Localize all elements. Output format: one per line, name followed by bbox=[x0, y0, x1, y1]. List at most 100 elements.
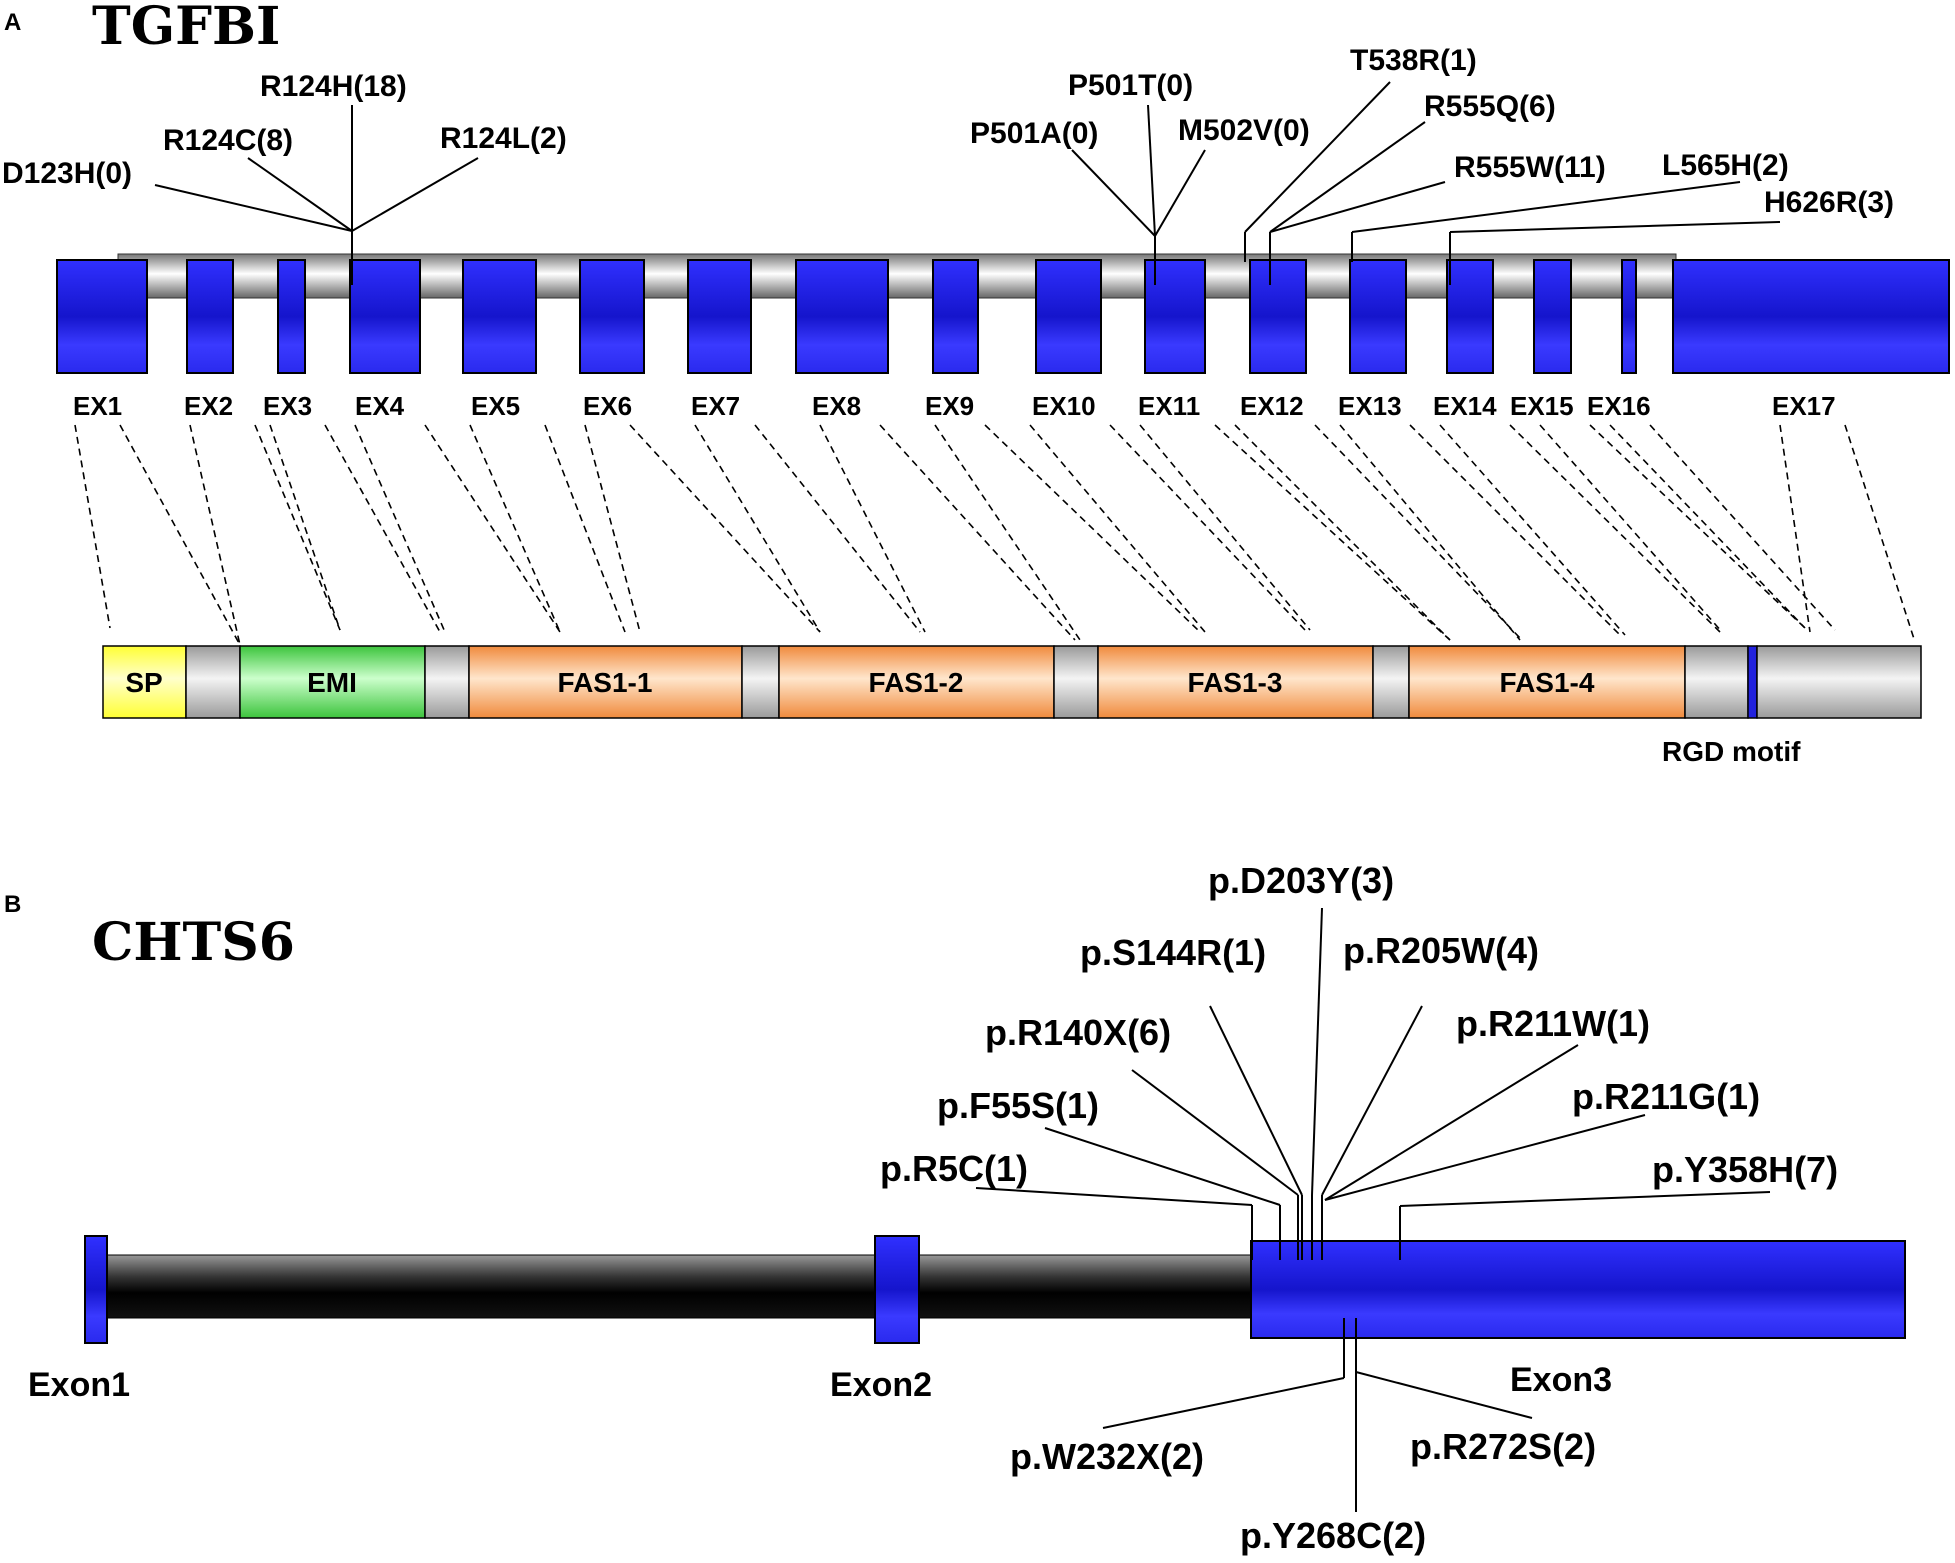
mutation-label-r211g: p.R211G(1) bbox=[1572, 1076, 1760, 1117]
chts6-exon-labels: Exon1 Exon2 Exon3 bbox=[28, 1361, 1612, 1404]
tgfbi-exon-labels: EX1 EX2 EX3 EX4 EX5 EX6 EX7 EX8 EX9 EX10… bbox=[73, 391, 1836, 421]
mutation-label-r140x: p.R140X(6) bbox=[985, 1012, 1171, 1053]
mutation-label-r555q: R555Q(6) bbox=[1424, 90, 1556, 123]
domain-label-fas1-1: FAS1-1 bbox=[558, 667, 653, 698]
tgfbi-exon-1 bbox=[56, 259, 148, 374]
tgfbi-exon-label-3: EX3 bbox=[263, 391, 312, 421]
tgfbi-mutation-labels: D123H(0) R124C(8) R124H(18) R124L(2) P50… bbox=[2, 44, 1894, 219]
tgfbi-exon-label-8: EX8 bbox=[812, 391, 861, 421]
domain-label-sp: SP bbox=[125, 667, 162, 698]
tgfbi-exons bbox=[56, 259, 1950, 374]
tgfbi-exon-17 bbox=[1672, 259, 1950, 374]
mutation-label-r5c: p.R5C(1) bbox=[880, 1148, 1028, 1189]
domain-fas1-2 bbox=[778, 645, 1055, 719]
tgfbi-exon-8 bbox=[795, 259, 889, 374]
tgfbi-exon-label-7: EX7 bbox=[691, 391, 740, 421]
tgfbi-mutation-leaders bbox=[154, 81, 1781, 285]
tgfbi-exon-label-2: EX2 bbox=[184, 391, 233, 421]
mutation-label-r555w: R555W(11) bbox=[1454, 151, 1606, 184]
tgfbi-exon-label-16: EX16 bbox=[1587, 391, 1651, 421]
linker-3 bbox=[741, 645, 780, 719]
panel-b-gene-title: CHTS6 bbox=[92, 912, 295, 973]
mutation-label-t538r: T538R(1) bbox=[1350, 44, 1477, 77]
tgfbi-exon-label-1: EX1 bbox=[73, 391, 122, 421]
tgfbi-exon-label-6: EX6 bbox=[583, 391, 632, 421]
domain-label-fas1-3: FAS1-3 bbox=[1188, 667, 1283, 698]
exon-to-domain-mapping-lines bbox=[74, 424, 1916, 646]
tgfbi-exon-13 bbox=[1349, 259, 1407, 374]
mutation-label-h626r: H626R(3) bbox=[1764, 186, 1894, 219]
tgfbi-exon-label-10: EX10 bbox=[1032, 391, 1096, 421]
tgfbi-exon-label-15: EX15 bbox=[1510, 391, 1574, 421]
linker-2 bbox=[424, 645, 470, 719]
linker-7 bbox=[1756, 645, 1922, 719]
mutation-label-y268c: p.Y268C(2) bbox=[1240, 1515, 1426, 1556]
tgfbi-exon-10 bbox=[1035, 259, 1102, 374]
domain-label-fas1-2: FAS1-2 bbox=[869, 667, 964, 698]
chts6-intron-backbone bbox=[104, 1254, 1258, 1319]
mutation-label-w232x: p.W232X(2) bbox=[1010, 1436, 1204, 1477]
tgfbi-exon-15 bbox=[1533, 259, 1572, 374]
chts6-exon-label-2: Exon2 bbox=[830, 1366, 932, 1404]
tgfbi-exon-16 bbox=[1621, 259, 1637, 374]
domain-fas1-1 bbox=[468, 645, 743, 719]
tgfbi-exon-label-5: EX5 bbox=[471, 391, 520, 421]
tgfbi-exon-label-17: EX17 bbox=[1772, 391, 1836, 421]
tgfbi-exon-label-13: EX13 bbox=[1338, 391, 1402, 421]
mutation-label-d123h: D123H(0) bbox=[2, 157, 132, 190]
tgfbi-exon-5 bbox=[462, 259, 537, 374]
tgfbi-exon-label-11: EX11 bbox=[1138, 391, 1200, 421]
tgfbi-exon-4 bbox=[349, 259, 421, 374]
mutation-label-r205w: p.R205W(4) bbox=[1343, 930, 1539, 971]
tgfbi-protein-bar bbox=[102, 645, 1922, 719]
panel-a-gene-title: TGFBI bbox=[92, 0, 280, 57]
rgd-motif-label: RGD motif bbox=[1662, 736, 1801, 767]
linker-1 bbox=[185, 645, 241, 719]
domain-label-emi: EMI bbox=[307, 667, 357, 698]
chts6-mutation-leaders-above bbox=[975, 907, 1771, 1260]
mutation-label-y358h: p.Y358H(7) bbox=[1652, 1149, 1838, 1190]
domain-label-fas1-4: FAS1-4 bbox=[1500, 667, 1595, 698]
linker-4 bbox=[1053, 645, 1099, 719]
mutation-label-l565h: L565H(2) bbox=[1662, 149, 1789, 182]
panel-b: B CHTS6 Exon1 Exon2 Exon3 bbox=[4, 860, 1906, 1556]
mutation-label-r124c: R124C(8) bbox=[163, 124, 293, 157]
tgfbi-exon-9 bbox=[932, 259, 979, 374]
domain-fas1-3 bbox=[1097, 645, 1374, 719]
mutation-label-r272s: p.R272S(2) bbox=[1410, 1426, 1596, 1467]
chts6-exon-3 bbox=[1250, 1240, 1906, 1339]
domain-sp bbox=[102, 645, 187, 719]
mutation-label-r124h: R124H(18) bbox=[260, 70, 407, 103]
mutation-label-f55s: p.F55S(1) bbox=[937, 1085, 1099, 1126]
chts6-exon-label-3: Exon3 bbox=[1510, 1361, 1612, 1399]
tgfbi-exon-14 bbox=[1446, 259, 1494, 374]
tgfbi-exon-6 bbox=[579, 259, 645, 374]
rgd-motif bbox=[1747, 645, 1758, 719]
tgfbi-exon-label-9: EX9 bbox=[925, 391, 974, 421]
linker-5 bbox=[1372, 645, 1410, 719]
tgfbi-exon-2 bbox=[186, 259, 234, 374]
tgfbi-exon-label-14: EX14 bbox=[1433, 391, 1497, 421]
mutation-label-p501t: P501T(0) bbox=[1068, 69, 1193, 102]
chts6-mutation-labels: p.R5C(1) p.F55S(1) p.R140X(6) p.S144R(1)… bbox=[880, 860, 1838, 1556]
chts6-mutation-leaders-below bbox=[1102, 1318, 1533, 1512]
tgfbi-exon-3 bbox=[277, 259, 306, 374]
tgfbi-exon-label-12: EX12 bbox=[1240, 391, 1304, 421]
tgfbi-exon-label-4: EX4 bbox=[355, 391, 405, 421]
mutation-label-r124l: R124L(2) bbox=[440, 122, 567, 155]
chts6-exon-2 bbox=[874, 1235, 920, 1344]
linker-6 bbox=[1684, 645, 1749, 719]
mutation-label-d203y: p.D203Y(3) bbox=[1208, 860, 1394, 901]
tgfbi-exon-7 bbox=[687, 259, 752, 374]
tgfbi-domain-labels: SP EMI FAS1-1 FAS1-2 FAS1-3 FAS1-4 bbox=[125, 667, 1595, 698]
mutation-label-m502v: M502V(0) bbox=[1178, 114, 1310, 147]
panel-a: A TGFBI EX1 EX2 EX3 bbox=[2, 0, 1950, 767]
domain-fas1-4 bbox=[1408, 645, 1686, 719]
tgfbi-exon-12 bbox=[1249, 259, 1307, 374]
panel-b-letter: B bbox=[4, 891, 21, 918]
panel-a-letter: A bbox=[4, 9, 21, 36]
mutation-label-r211w: p.R211W(1) bbox=[1456, 1003, 1650, 1044]
mutation-label-s144r: p.S144R(1) bbox=[1080, 932, 1266, 973]
chts6-exon-1 bbox=[84, 1235, 108, 1344]
